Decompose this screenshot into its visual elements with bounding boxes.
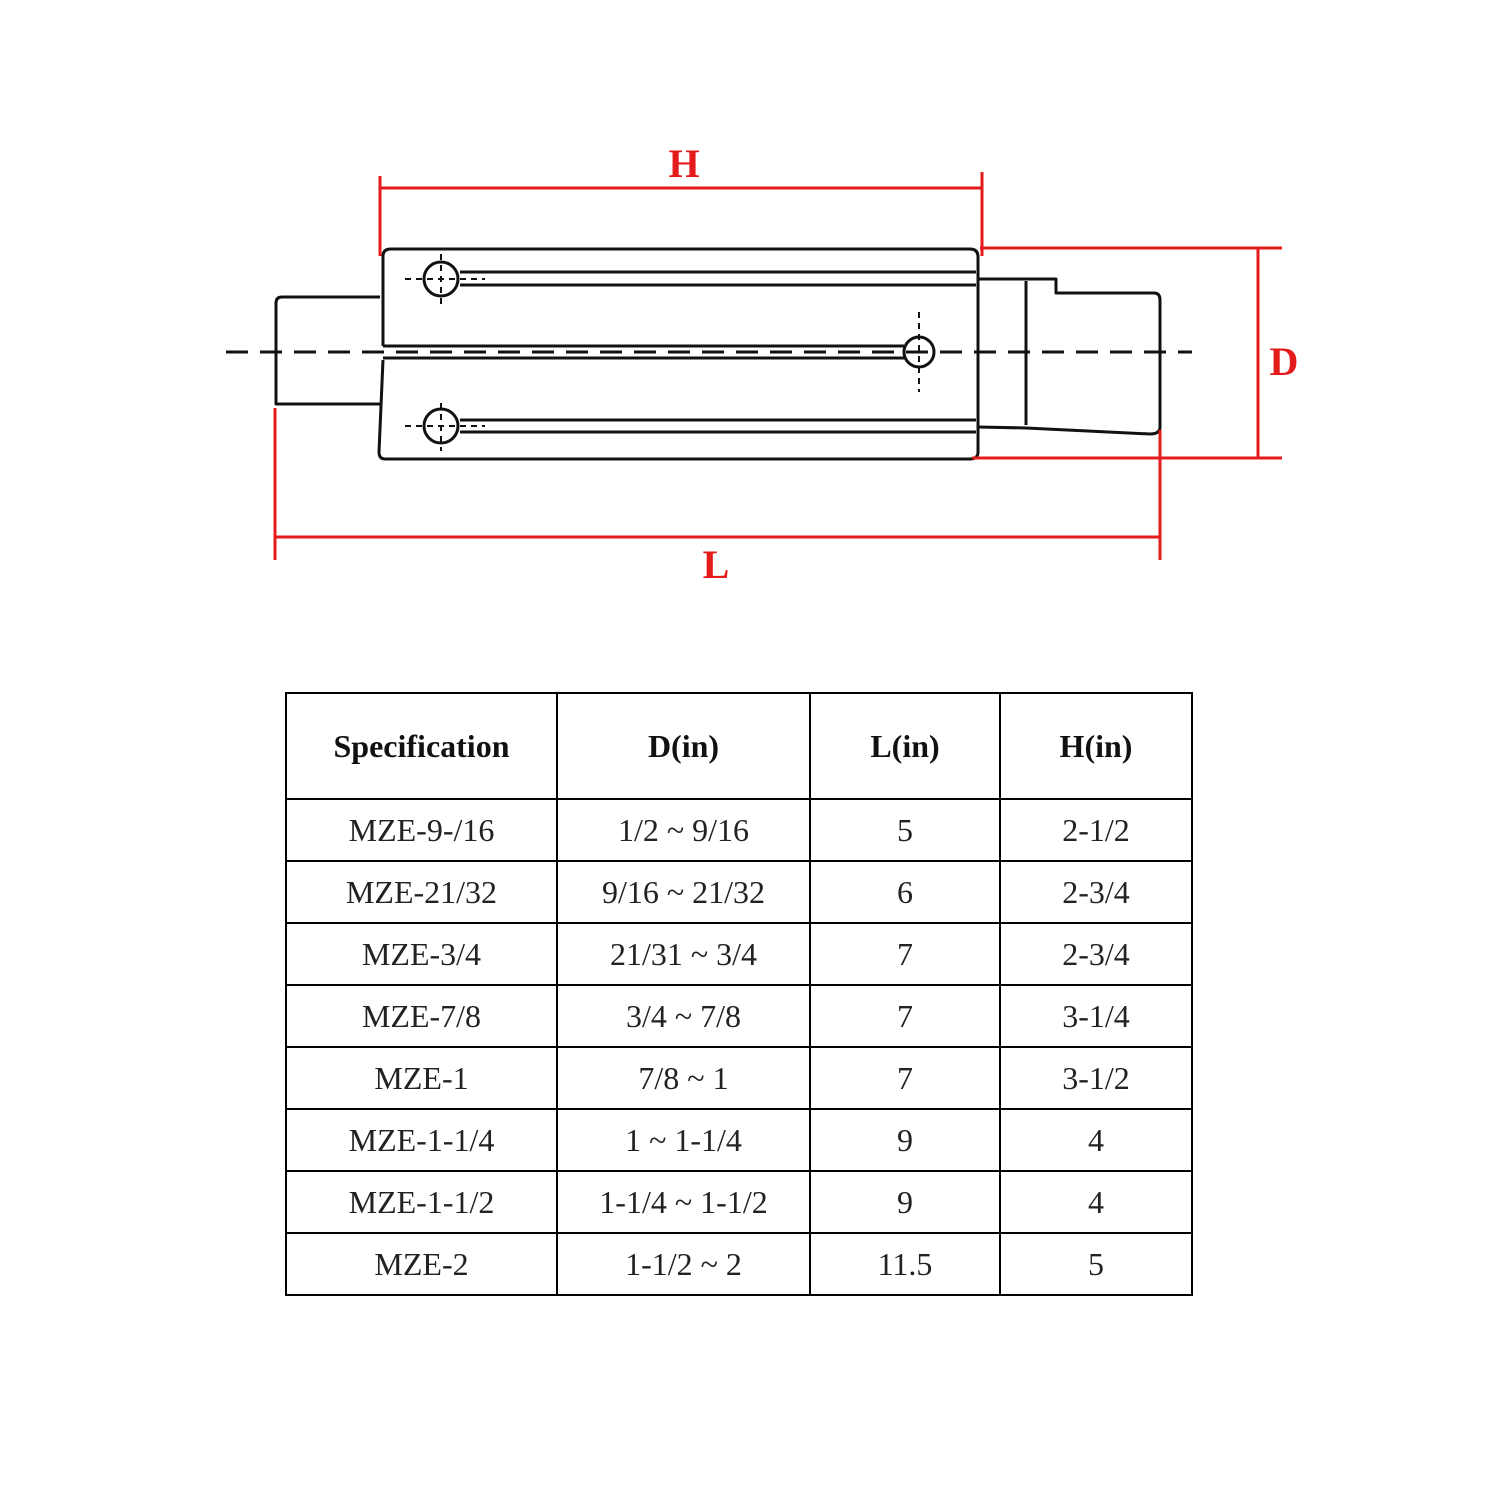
cell-d: 1-1/4 ~ 1-1/2: [556, 1170, 811, 1234]
table-row: MZE-9-/16 1/2 ~ 9/16 5 2-1/2: [285, 798, 1193, 862]
cell-d: 1/2 ~ 9/16: [556, 798, 811, 862]
table-row: MZE-7/8 3/4 ~ 7/8 7 3-1/4: [285, 984, 1193, 1048]
cell-h: 3-1/4: [999, 984, 1193, 1048]
cell-d: 21/31 ~ 3/4: [556, 922, 811, 986]
cell-h: 2-3/4: [999, 922, 1193, 986]
header-l: L(in): [809, 692, 1001, 800]
middle-slot: [383, 344, 904, 360]
header-d: D(in): [556, 692, 811, 800]
tool-outline: [274, 247, 1162, 461]
upper-hole: [422, 260, 460, 298]
cell-h: 2-3/4: [999, 860, 1193, 924]
hole-crosshairs: [405, 254, 920, 451]
cell-l: 11.5: [809, 1232, 1001, 1296]
cell-l: 9: [809, 1170, 1001, 1234]
cell-specification: MZE-1: [285, 1046, 558, 1110]
header-h: H(in): [999, 692, 1193, 800]
cell-d: 7/8 ~ 1: [556, 1046, 811, 1110]
cell-specification: MZE-3/4: [285, 922, 558, 986]
cell-specification: MZE-7/8: [285, 984, 558, 1048]
table-row: MZE-3/4 21/31 ~ 3/4 7 2-3/4: [285, 922, 1193, 986]
cell-d: 1 ~ 1-1/4: [556, 1108, 811, 1172]
cell-l: 7: [809, 922, 1001, 986]
cell-h: 3-1/2: [999, 1046, 1193, 1110]
left-shank: [274, 295, 380, 406]
table-row: MZE-1 7/8 ~ 1 7 3-1/2: [285, 1046, 1193, 1110]
cell-specification: MZE-21/32: [285, 860, 558, 924]
table-row: MZE-2 1-1/2 ~ 2 11.5 5: [285, 1232, 1193, 1296]
lower-slot: [460, 418, 976, 434]
header-specification: Specification: [285, 692, 558, 800]
cell-specification: MZE-1-1/4: [285, 1108, 558, 1172]
cell-l: 7: [809, 984, 1001, 1048]
reamer-diagram: H D L: [226, 141, 1299, 587]
cell-l: 6: [809, 860, 1001, 924]
cell-l: 7: [809, 1046, 1001, 1110]
cell-l: 9: [809, 1108, 1001, 1172]
cell-h: 4: [999, 1170, 1193, 1234]
table-header-row: Specification D(in) L(in) H(in): [285, 692, 1193, 800]
cell-h: 5: [999, 1232, 1193, 1296]
specification-table: Specification D(in) L(in) H(in) MZE-9-/1…: [285, 692, 1193, 1296]
cell-d: 3/4 ~ 7/8: [556, 984, 811, 1048]
h-label: H: [668, 141, 699, 186]
table-row: MZE-1-1/2 1-1/4 ~ 1-1/2 9 4: [285, 1170, 1193, 1234]
cell-h: 2-1/2: [999, 798, 1193, 862]
cell-d: 9/16 ~ 21/32: [556, 860, 811, 924]
cell-l: 5: [809, 798, 1001, 862]
cell-h: 4: [999, 1108, 1193, 1172]
upper-slot: [460, 270, 976, 287]
dimension-lines: [273, 172, 1282, 560]
cell-specification: MZE-9-/16: [285, 798, 558, 862]
right-shank: [977, 277, 1162, 436]
cell-specification: MZE-1-1/2: [285, 1170, 558, 1234]
cell-specification: MZE-2: [285, 1232, 558, 1296]
cutting-body: [377, 247, 980, 461]
l-label: L: [703, 542, 730, 587]
table-row: MZE-1-1/4 1 ~ 1-1/4 9 4: [285, 1108, 1193, 1172]
cell-d: 1-1/2 ~ 2: [556, 1232, 811, 1296]
table-row: MZE-21/32 9/16 ~ 21/32 6 2-3/4: [285, 860, 1193, 924]
d-label: D: [1270, 339, 1299, 384]
